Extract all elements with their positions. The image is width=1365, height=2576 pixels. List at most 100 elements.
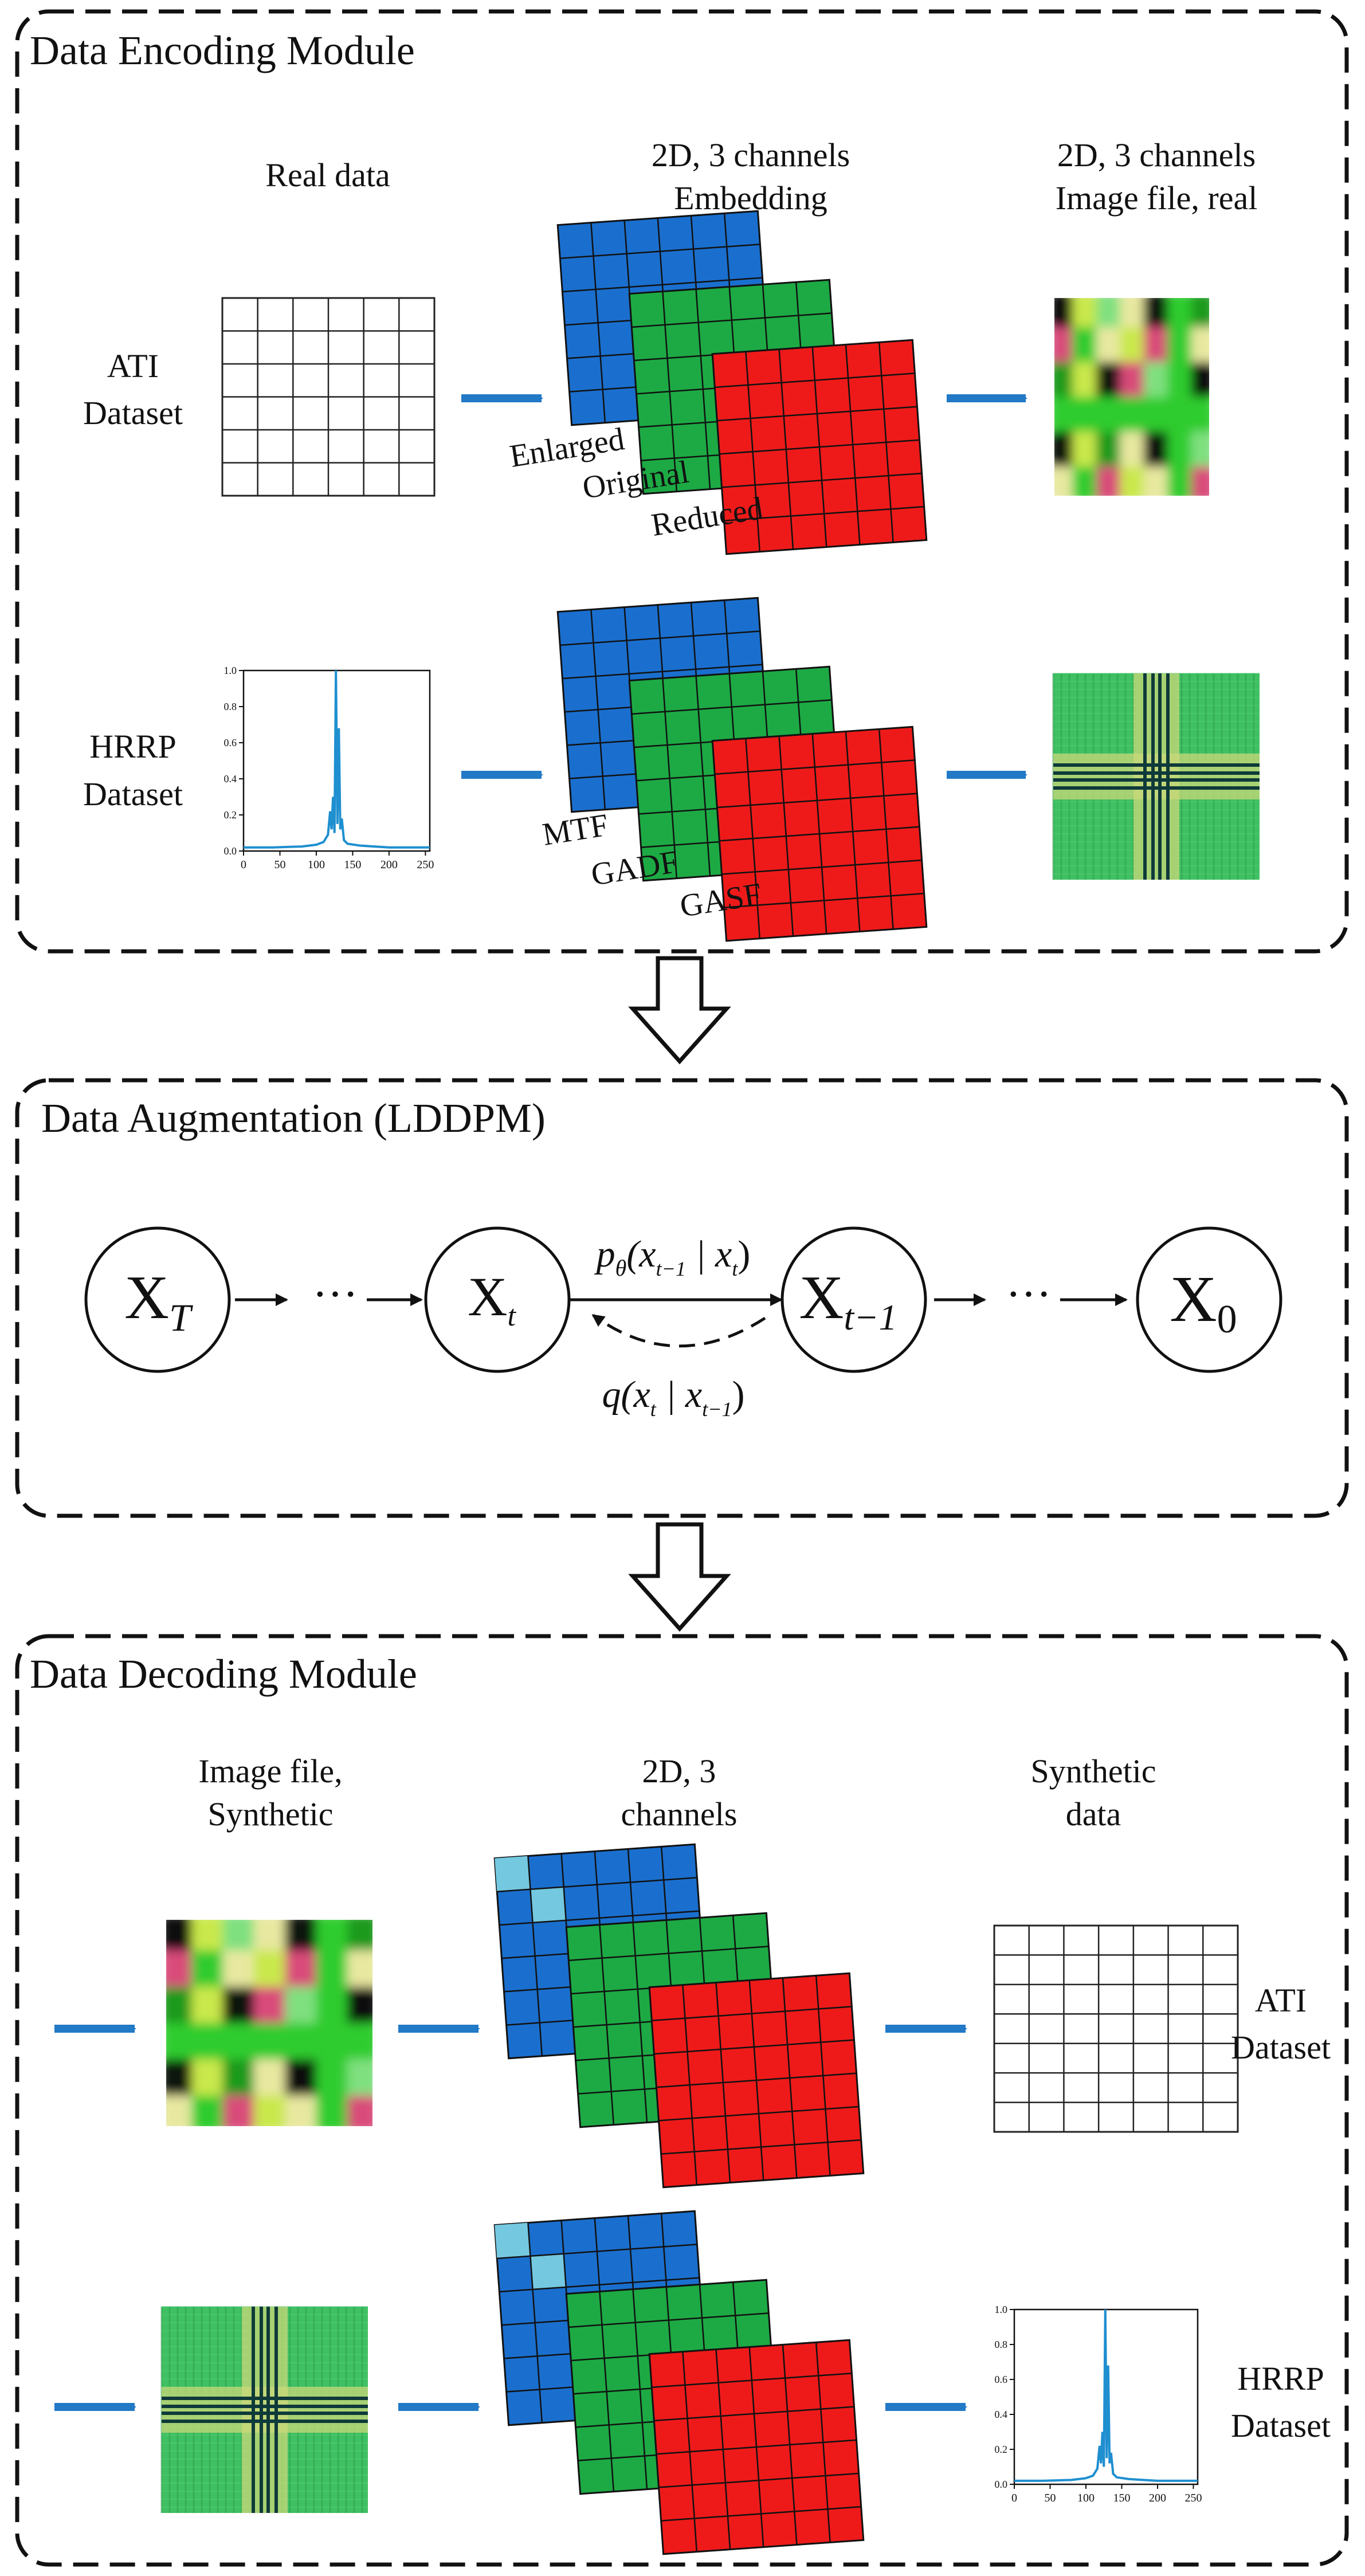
grid-border xyxy=(993,1924,1239,2133)
hrrp-synthetic-dataset-label-line2: Dataset xyxy=(1231,2407,1331,2444)
image-cell xyxy=(1096,466,1121,496)
image-cell xyxy=(222,2095,254,2126)
channel-red xyxy=(648,1972,865,2189)
forward-process-label: q(xt | xt−1) xyxy=(602,1374,744,1421)
encoding-module-title: Data Encoding Module xyxy=(30,28,415,73)
node-x-t-label: Xt xyxy=(468,1266,516,1332)
highlight-cell xyxy=(495,2222,531,2259)
image-blur xyxy=(166,1920,372,2126)
ati-dataset-label-line2: Dataset xyxy=(83,394,183,432)
image-cell xyxy=(253,2023,286,2060)
col-header-synthetic-data-line2: data xyxy=(1066,1795,1121,1833)
image-cell xyxy=(1191,466,1209,496)
image-cell xyxy=(1143,466,1168,496)
panel-grid-line xyxy=(724,505,924,522)
y-tick-label: 0.4 xyxy=(995,2409,1008,2420)
image-cell xyxy=(285,1950,317,1987)
x-tick-label: 200 xyxy=(381,858,398,871)
image-cell xyxy=(347,2095,372,2126)
image-cell xyxy=(1167,327,1192,363)
image-cell xyxy=(1191,362,1209,398)
y-tick-label: 0.0 xyxy=(224,845,237,857)
y-tick-label: 0.8 xyxy=(995,2339,1008,2350)
y-tick-label: 0.8 xyxy=(224,701,237,712)
x-tick-label: 250 xyxy=(1185,2492,1202,2504)
y-tick-label: 1.0 xyxy=(224,665,237,676)
y-tick-label: 0.2 xyxy=(224,809,237,821)
x-tick-label: 200 xyxy=(1149,2492,1166,2504)
image-cell xyxy=(253,1950,286,1987)
ati-synthetic-dataset-label-line1: ATI xyxy=(1255,1982,1307,2019)
image-cell xyxy=(191,1986,223,2024)
image-cell xyxy=(1120,397,1144,433)
col-header-synthetic-data-line1: Synthetic xyxy=(1030,1752,1156,1790)
highlight-cell xyxy=(530,1887,566,1923)
ati-real-data-grid xyxy=(221,297,436,497)
col-header-image-line2: Image file, real xyxy=(1056,179,1258,217)
image-blur xyxy=(1054,298,1209,496)
node-x-T-label: XT xyxy=(124,1264,193,1339)
image-cell xyxy=(166,2095,193,2126)
ellipsis-right: ··· xyxy=(1006,1269,1052,1320)
image-cell xyxy=(316,1950,348,1987)
node-x-0-label: X0 xyxy=(1170,1262,1237,1342)
reverse-process-label: pθ(xt−1 | xt) xyxy=(594,1233,751,1281)
col-header-image-synthetic-line1: Image file, xyxy=(198,1752,342,1790)
image-cell xyxy=(1143,432,1168,468)
image-clip xyxy=(1054,298,1209,496)
node-x-T xyxy=(84,1226,231,1373)
image-cell xyxy=(1096,432,1121,468)
image-cell xyxy=(191,1950,223,1987)
image-cell xyxy=(166,1920,193,1951)
layer-label-gadf: GADF xyxy=(589,844,680,893)
x-tick-label: 0 xyxy=(241,858,246,871)
decoding-module-title: Data Decoding Module xyxy=(30,1651,417,1697)
hrrp-decoded-channel-stack xyxy=(493,2210,865,2555)
highlight-cell xyxy=(495,1856,531,1892)
y-tick-label: 0.6 xyxy=(995,2374,1008,2385)
x-tick-label: 250 xyxy=(417,858,434,871)
hrrp-synthetic-dataset-label-line1: HRRP xyxy=(1237,2360,1324,2397)
image-cell xyxy=(166,2023,193,2060)
hollow-arrow-down-1 xyxy=(628,956,731,1065)
image-cell xyxy=(191,1920,223,1951)
image-cell xyxy=(1191,298,1209,328)
image-cell xyxy=(222,2059,254,2096)
node-x-t-minus-1 xyxy=(780,1226,927,1373)
image-cell xyxy=(1143,397,1168,433)
image-cell xyxy=(347,1950,372,1987)
image-cell xyxy=(347,1920,372,1951)
ati-synthetic-data-grid xyxy=(993,1924,1239,2133)
node-x-t-minus-1-label: Xt−1 xyxy=(799,1264,897,1338)
image-cell xyxy=(1120,327,1144,363)
augmentation-module: Data Augmentation (LDDPM) XT ··· Xt pθ(x… xyxy=(15,1078,1349,1518)
ati-synthetic-image-thumbnail xyxy=(166,1920,372,2126)
col-header-embedding-line1: 2D, 3 channels xyxy=(652,136,850,174)
image-cell xyxy=(222,1950,254,1987)
image-cell xyxy=(1072,362,1097,398)
image-cell xyxy=(316,2095,348,2126)
encoding-module-frame xyxy=(15,9,1349,954)
image-cell xyxy=(1167,362,1192,398)
ati-decoded-channel-stack xyxy=(493,1843,865,2189)
image-cell xyxy=(1072,397,1097,433)
hrrp-series-line xyxy=(1014,2309,1198,2482)
x-tick-label: 50 xyxy=(274,858,285,871)
image-cell xyxy=(285,2059,317,2096)
panel-grid-line xyxy=(724,892,924,908)
x-tick-label: 50 xyxy=(1045,2492,1056,2504)
augmentation-module-frame xyxy=(15,1078,1349,1518)
y-tick-label: 0.0 xyxy=(995,2479,1008,2490)
image-cell xyxy=(1072,466,1097,496)
image-cell xyxy=(1072,298,1097,328)
augmentation-module-title: Data Augmentation (LDDPM) xyxy=(41,1095,546,1141)
image-cell xyxy=(253,1920,286,1951)
image-cell xyxy=(222,2023,254,2060)
highlight-cell xyxy=(530,2253,566,2289)
channel-red xyxy=(711,339,928,555)
layer-label-original: Original xyxy=(580,454,691,505)
col-header-image-synthetic-line2: Synthetic xyxy=(207,1795,333,1833)
image-cell xyxy=(1072,432,1097,468)
image-cell xyxy=(1054,466,1073,496)
